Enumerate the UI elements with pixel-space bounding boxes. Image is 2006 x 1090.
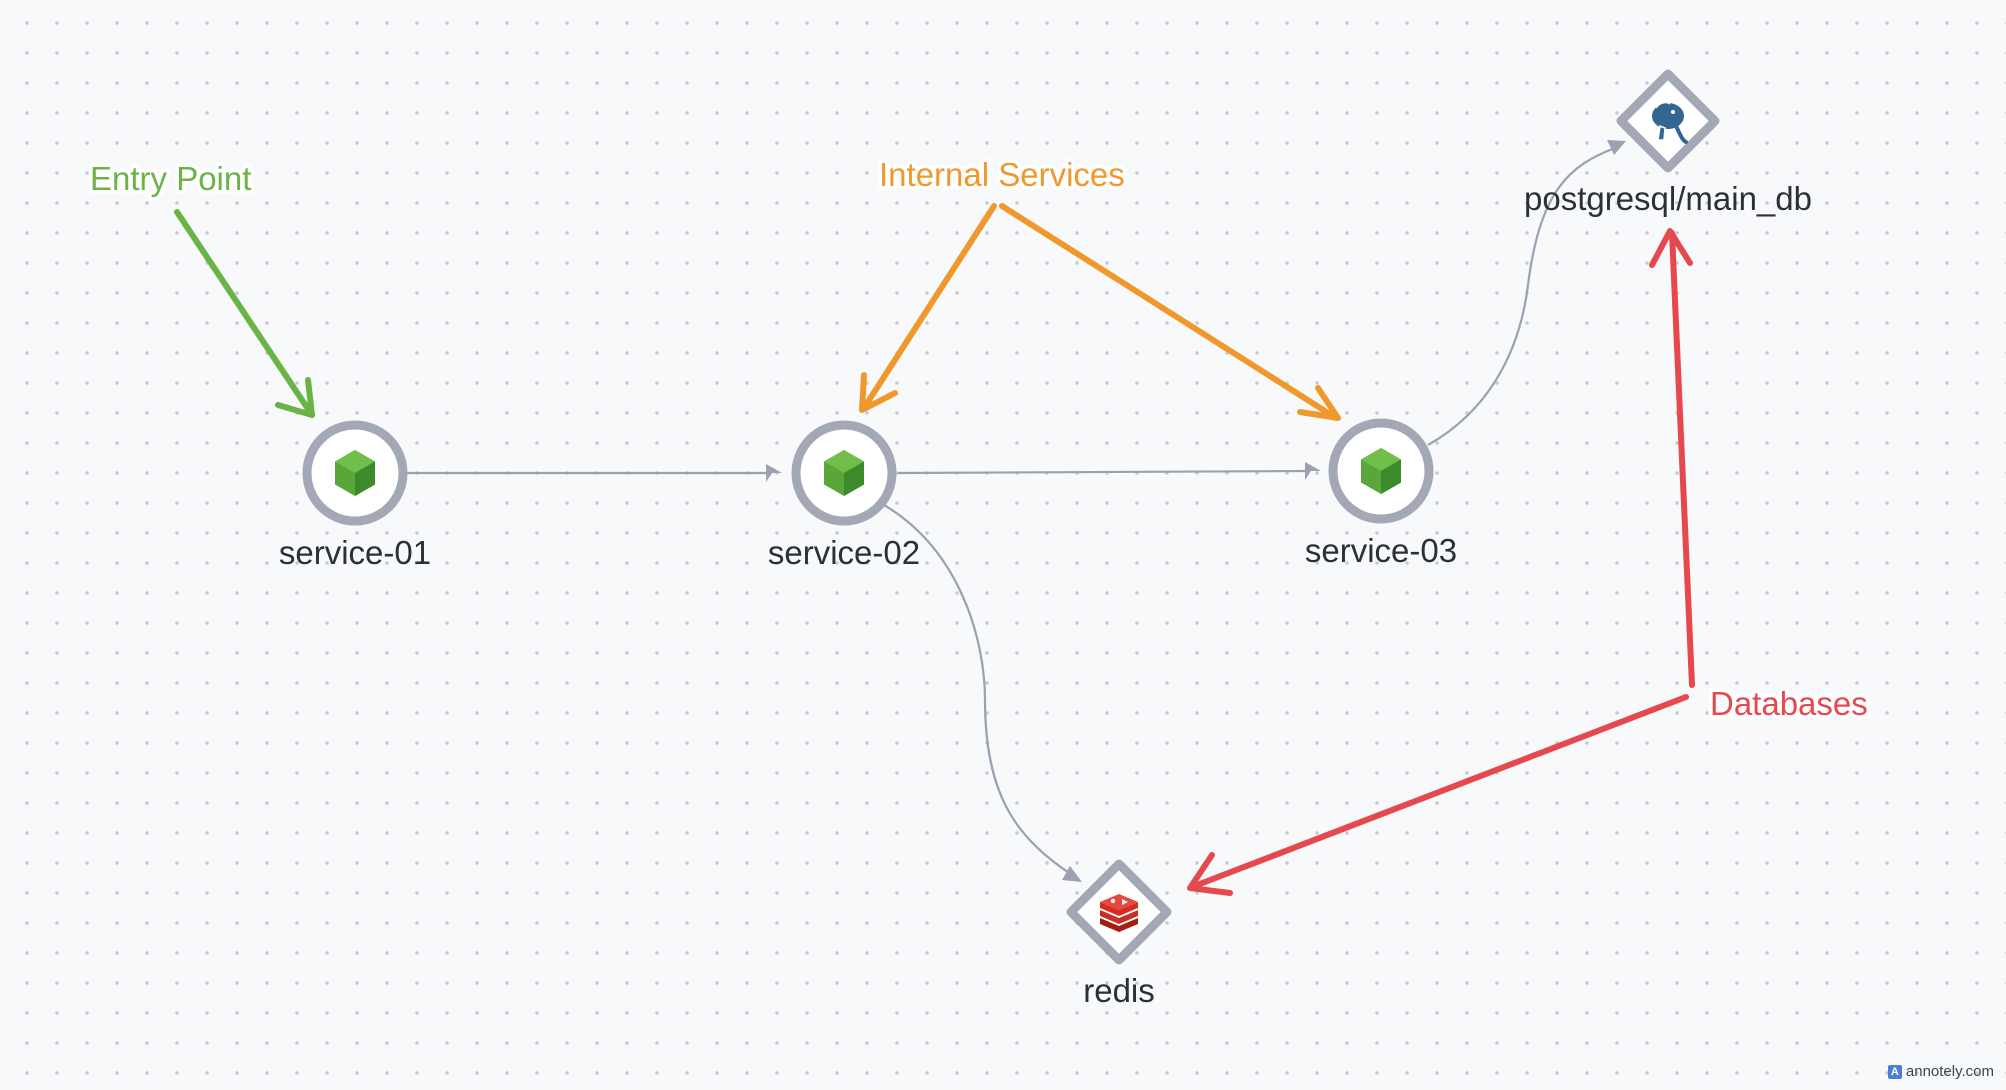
redis-cube-icon (1100, 894, 1138, 932)
node-label: service-03 (1305, 532, 1457, 569)
node-label: postgresql/main_db (1524, 180, 1812, 217)
postgresql-elephant-icon (1650, 101, 1688, 144)
node-service-03[interactable]: service-03 (1305, 418, 1457, 569)
annotely-logo-icon: A (1887, 1064, 1902, 1079)
arrowhead-postgres (1607, 140, 1626, 155)
edge-service03-postgres (1427, 146, 1616, 446)
annotation-arrowhead (275, 377, 315, 418)
edge-service02-service03 (897, 469, 1310, 475)
nodejs-hexagon-icon (824, 450, 864, 496)
annotation-arrow (174, 209, 315, 418)
node-label: redis (1083, 972, 1155, 1009)
arrowhead-service03 (1305, 462, 1321, 480)
annotation-internal-services[interactable]: Internal Services (859, 153, 1341, 421)
annotation-arrow-to-redis (1189, 694, 1689, 890)
node-service-01[interactable]: service-01 (279, 420, 431, 571)
annotation-label: Databases (1710, 685, 1868, 722)
annotation-arrow-to-service-02 (861, 203, 997, 411)
annotation-label: Entry Point (90, 160, 251, 197)
watermark-text: annotely.com (1905, 1063, 1994, 1080)
nodejs-hexagon-icon (335, 450, 375, 496)
node-service-02[interactable]: service-02 (768, 420, 920, 571)
annotation-arrowhead (1297, 385, 1341, 421)
annotation-arrow-to-postgresql (1669, 230, 1695, 688)
edges (405, 140, 1626, 882)
annotation-arrowhead (1649, 228, 1693, 268)
nodejs-hexagon-icon (1361, 448, 1401, 494)
node-label: service-02 (768, 534, 920, 571)
node-label: service-01 (279, 534, 431, 571)
annotation-arrowhead (859, 372, 898, 413)
arrowhead-redis (1062, 866, 1082, 882)
annotation-arrow-to-service-03 (999, 203, 1339, 421)
annotely-watermark: A annotely.com (1887, 1063, 1994, 1080)
node-postgresql-main-db[interactable]: postgresql/main_db (1524, 69, 1812, 217)
annotation-arrowhead (1187, 852, 1233, 896)
node-redis[interactable]: redis (1066, 859, 1172, 1009)
edge-service02-redis (883, 504, 1073, 876)
annotation-entry-point[interactable]: Entry Point (87, 157, 315, 418)
annotation-databases[interactable]: Databases (1187, 228, 1871, 896)
annotation-label: Internal Services (879, 156, 1125, 193)
arrowhead-service02 (766, 464, 782, 482)
